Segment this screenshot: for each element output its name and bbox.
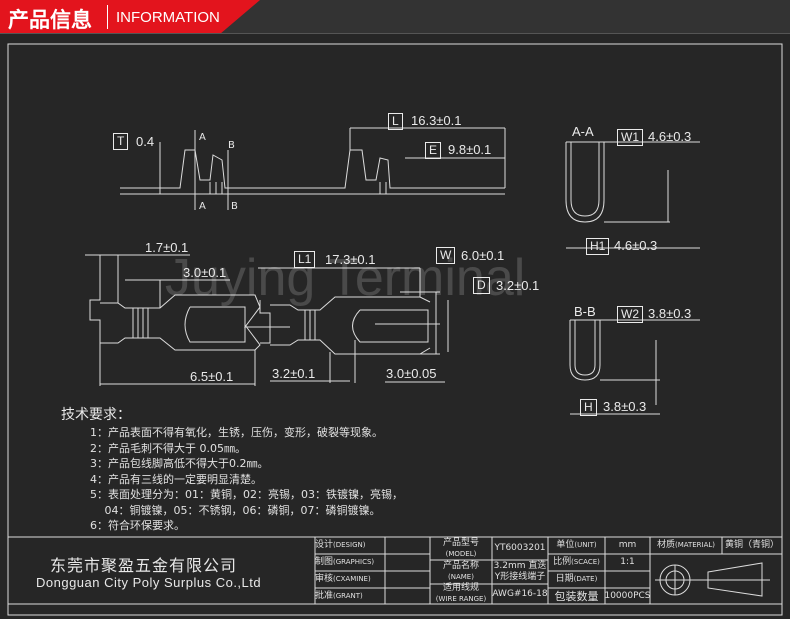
material-value: 黄铜（青铜）	[724, 540, 779, 550]
note-item: 3：产品包线脚高低不得大于0.2㎜。	[90, 457, 269, 470]
wire-range-value: AWG#16-18	[492, 588, 548, 599]
company-name-en: Dongguan City Poly Surplus Co.,Ltd	[36, 575, 262, 590]
wire-range-label: 适用线规(WIRE RANGE)	[435, 583, 487, 603]
unit-value: mm	[618, 540, 637, 550]
note-item: 4：产品有三线的一定要明显清楚。	[90, 472, 262, 486]
name-label: 产品名称(NAME)	[442, 561, 479, 581]
l1-label: L1	[294, 251, 316, 268]
title-block-grid	[8, 536, 782, 605]
scale-value: 1:1	[620, 557, 635, 567]
w2-value: 3.8±0.3	[648, 306, 692, 321]
quantity-label: 包装数量	[554, 589, 599, 603]
note-item: 2：产品毛刺不得大于 0.05㎜。	[90, 441, 246, 455]
l1-value: 17.3±0.1	[325, 252, 376, 267]
date-label: 日期(DATE)	[555, 574, 598, 584]
dim-3-0-05: 3.0±0.05	[386, 366, 437, 381]
section-b-top: B	[228, 140, 235, 151]
h-label: H	[580, 399, 597, 416]
model-label: 产品型号(MODEL)	[442, 537, 479, 558]
d-value: 3.2±0.1	[496, 278, 540, 293]
projection-symbol-icon	[655, 565, 775, 597]
graphics-label: 制图(GRAPHICS)	[315, 557, 375, 567]
dim-3-0: 3.0±0.1	[183, 265, 227, 280]
note-item: 6：符合环保要求。	[90, 519, 185, 532]
dim-3-2: 3.2±0.1	[272, 366, 316, 381]
w2-label: W2	[617, 306, 643, 323]
l-value: 16.3±0.1	[411, 113, 462, 128]
material-label: 材质(MATERIAL)	[656, 540, 716, 550]
note-item: 5：表面处理分为：01：黄铜，02：亮锡，03：铁镀镍，亮锡，	[90, 488, 403, 501]
grant-label: 批准(GRANT)	[315, 590, 363, 601]
company-name-cn: 东莞市聚盈五金有限公司	[50, 556, 238, 575]
dim-6-5: 6.5±0.1	[190, 369, 234, 384]
dim-1-7: 1.7±0.1	[145, 240, 189, 255]
header-title-en: INFORMATION	[116, 9, 220, 26]
w1-value: 4.6±0.3	[648, 129, 692, 144]
unit-label: 单位(UNIT)	[556, 540, 597, 550]
note-item: 1：产品表面不得有氧化，生锈，压伤，变形，破裂等现象。	[90, 426, 383, 439]
section-aa	[565, 141, 700, 249]
section-aa-title: A-A	[572, 124, 594, 139]
w-value: 6.0±0.1	[461, 248, 505, 263]
h-value: 3.8±0.3	[603, 399, 647, 414]
header-title-cn: 产品信息	[8, 8, 92, 32]
h1-label: H1	[586, 238, 610, 255]
section-bb-title: B-B	[574, 304, 596, 319]
l-label: L	[388, 113, 403, 130]
quantity-value: 10000PCS	[604, 590, 651, 601]
w1-label: W1	[617, 129, 643, 146]
section-bb	[569, 319, 700, 415]
t-value: 0.4	[136, 134, 155, 149]
examine-label: 审核(CXAMINE)	[315, 574, 371, 584]
header-bar: 产品信息 INFORMATION	[0, 0, 790, 34]
notes-title: 技术要求：	[61, 407, 131, 423]
model-value: YT6003201	[494, 543, 546, 553]
section-b-bottom: B	[231, 201, 238, 212]
e-value: 9.8±0.1	[448, 142, 492, 157]
scale-label: 比例(SCACE)	[553, 557, 600, 567]
e-label: E	[425, 142, 442, 159]
design-label: 设计(DESIGN)	[315, 540, 366, 550]
top-view	[85, 254, 449, 386]
watermark: Juying Terminal	[165, 249, 526, 307]
d-label: D	[473, 277, 490, 294]
section-a-bottom: A	[199, 201, 206, 212]
notes-list: 1：产品表面不得有氧化，生锈，压伤，变形，破裂等现象。 2：产品毛刺不得大于 0…	[90, 425, 403, 534]
w-label: W	[436, 247, 456, 264]
section-a-top: A	[199, 132, 206, 143]
side-view	[120, 127, 506, 210]
note-item: 04：铜镀镍，05：不锈钢，06：磷铜，07：磷铜镀镍。	[90, 503, 381, 517]
header-divider	[107, 5, 108, 29]
t-label: T	[113, 133, 129, 150]
h1-value: 4.6±0.3	[614, 238, 658, 253]
